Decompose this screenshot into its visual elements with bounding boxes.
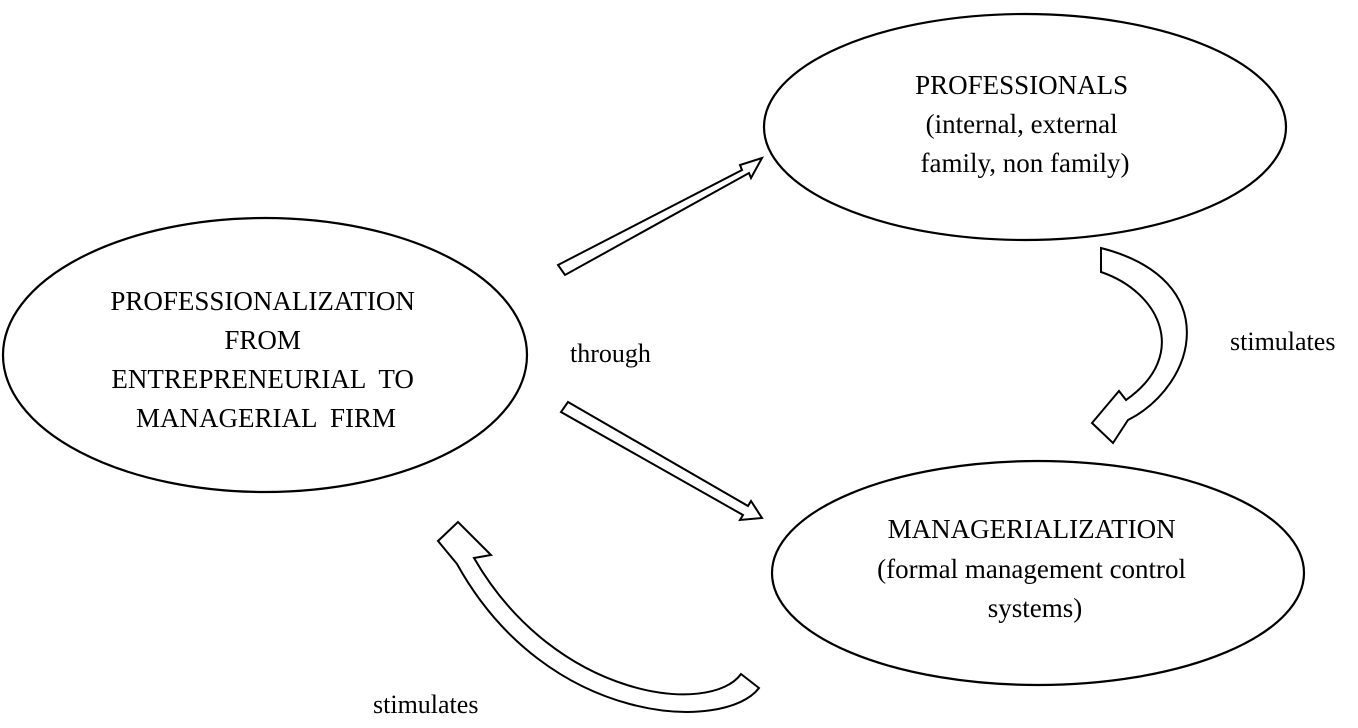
node-professionals-shape [762,12,1288,242]
edge-label-stimulates-bottom: stimulates [373,690,478,719]
node-professionals-line-2: (internal, external [926,109,1118,139]
node-professionalization-line-4: MANAGERIAL FIRM [136,403,396,433]
curved-arrow-stimulates-right [1090,246,1188,445]
node-managerialization-line-2: (formal management control [877,554,1186,584]
node-managerialization-line-3: systems) [988,593,1083,623]
node-professionals-label: PROFESSIONALS (internal, external family… [915,70,1135,178]
node-professionals-line-3: family, non family) [921,148,1130,178]
node-professionalization-shape [1,216,529,494]
node-professionalization: PROFESSIONALIZATION FROM ENTREPRENEURIAL… [1,216,529,494]
node-professionals-line-1: PROFESSIONALS [915,70,1128,100]
node-professionalization-line-1: PROFESSIONALIZATION [110,286,415,316]
arrow-to-professionals [556,156,765,277]
node-managerialization-line-1: MANAGERIALIZATION [888,514,1176,544]
edge-label-through: through [570,339,651,368]
node-professionalization-line-3: ENTREPRENEURIAL TO [111,364,414,394]
edge-label-stimulates-right: stimulates [1230,327,1335,356]
node-professionals: PROFESSIONALS (internal, external family… [762,12,1288,242]
node-managerialization-label: MANAGERIALIZATION (formal management con… [877,514,1193,623]
node-professionalization-line-2: FROM [224,325,301,355]
node-professionalization-label: PROFESSIONALIZATION FROM ENTREPRENEURIAL… [110,286,421,433]
node-managerialization: MANAGERIALIZATION (formal management con… [770,459,1306,687]
curved-arrow-stimulates-bottom [436,520,761,713]
node-managerialization-shape [770,459,1306,687]
arrow-to-managerialization [559,400,764,522]
